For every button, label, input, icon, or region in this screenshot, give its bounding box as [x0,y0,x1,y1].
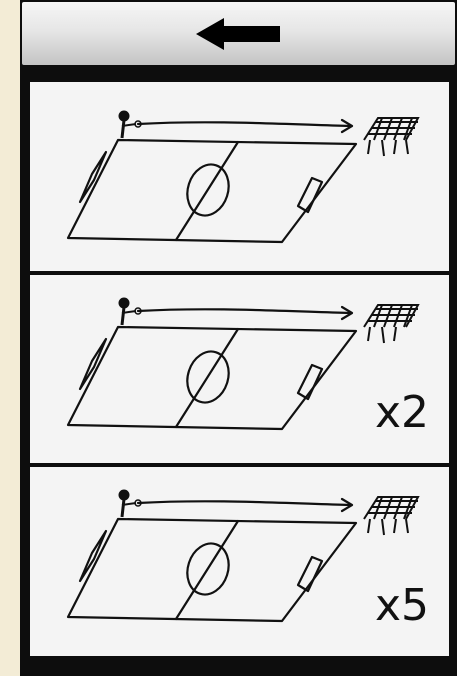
crowd-icon [364,497,418,535]
option-x2[interactable]: x2 [30,275,449,464]
left-arrow-icon [194,16,284,52]
option-normal[interactable] [30,82,449,271]
soccer-field-icon [30,82,449,270]
crowd-icon [364,118,418,156]
options-list: x2 [30,82,449,656]
back-button[interactable] [22,2,455,65]
crowd-icon [364,305,418,343]
option-x5[interactable]: x5 [30,467,449,656]
multiplier-label: x2 [375,391,429,435]
app-frame: x2 [20,0,457,676]
multiplier-label: x5 [375,584,429,628]
